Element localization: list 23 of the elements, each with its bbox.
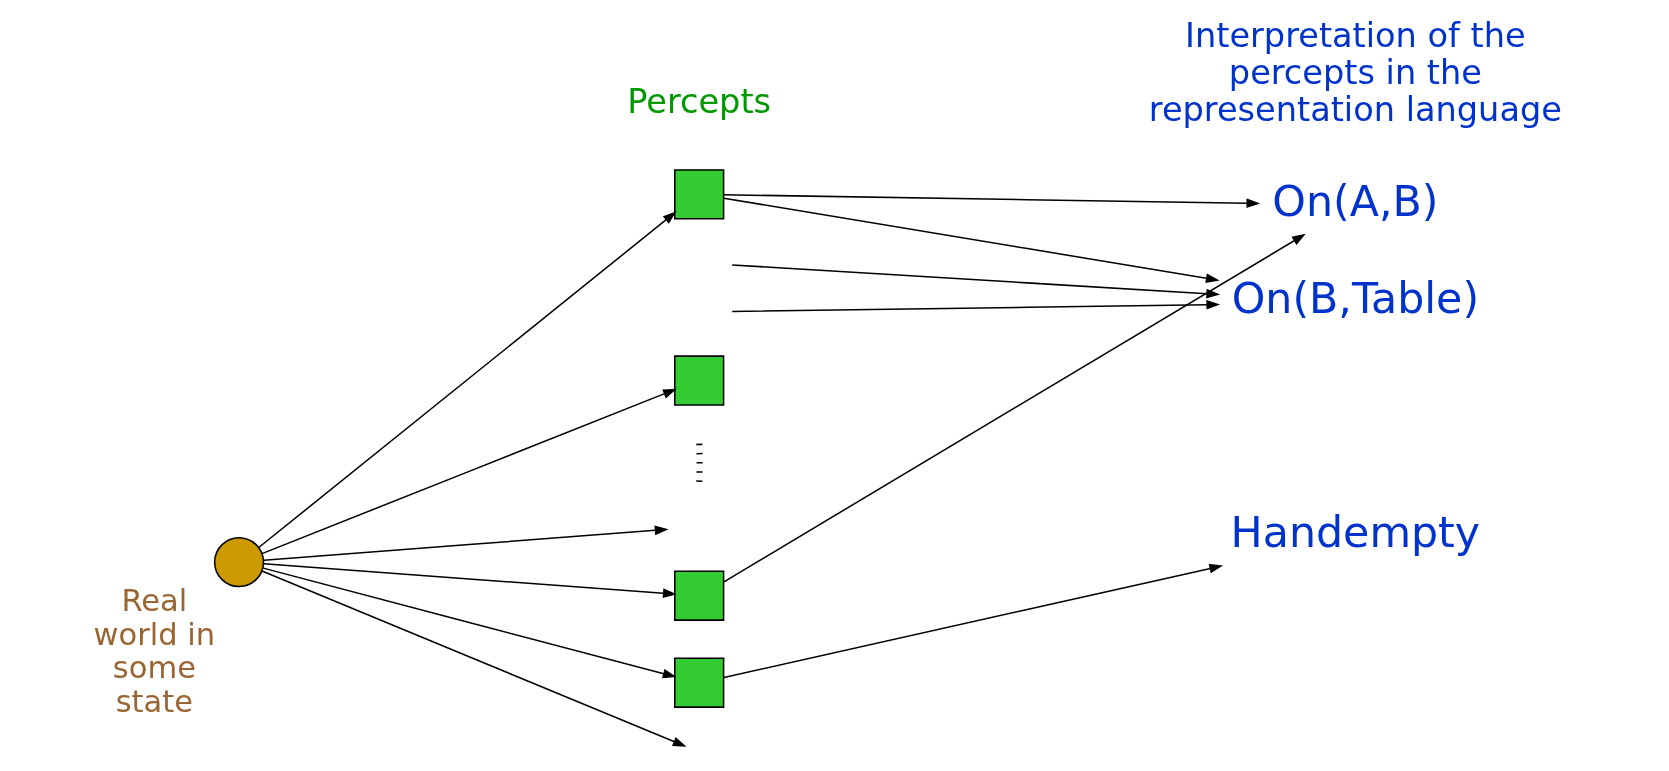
label: Percepts — [626, 81, 771, 121]
arrow — [730, 299, 1220, 313]
arrow — [260, 570, 687, 747]
arrow — [257, 211, 677, 549]
node-text: On(B,Table) — [1231, 273, 1479, 324]
arrow — [722, 233, 1306, 583]
arrow — [260, 388, 677, 555]
arrow — [262, 567, 677, 679]
arrow — [722, 197, 1220, 283]
arrow — [730, 264, 1220, 299]
arrow — [722, 563, 1223, 679]
node-label: Real world in some state — [93, 582, 215, 719]
node-box — [673, 169, 724, 220]
arrow — [262, 563, 677, 598]
node-box — [673, 570, 724, 621]
label: Interpretation of the percepts in the representation language — [1148, 16, 1562, 129]
node-text: On(A,B) — [1271, 175, 1438, 226]
node-text: Handempty — [1230, 506, 1480, 557]
arrow — [262, 525, 669, 562]
node-circle — [213, 536, 264, 588]
node-box — [673, 657, 724, 708]
node-box — [673, 355, 724, 406]
arrow — [722, 193, 1260, 209]
